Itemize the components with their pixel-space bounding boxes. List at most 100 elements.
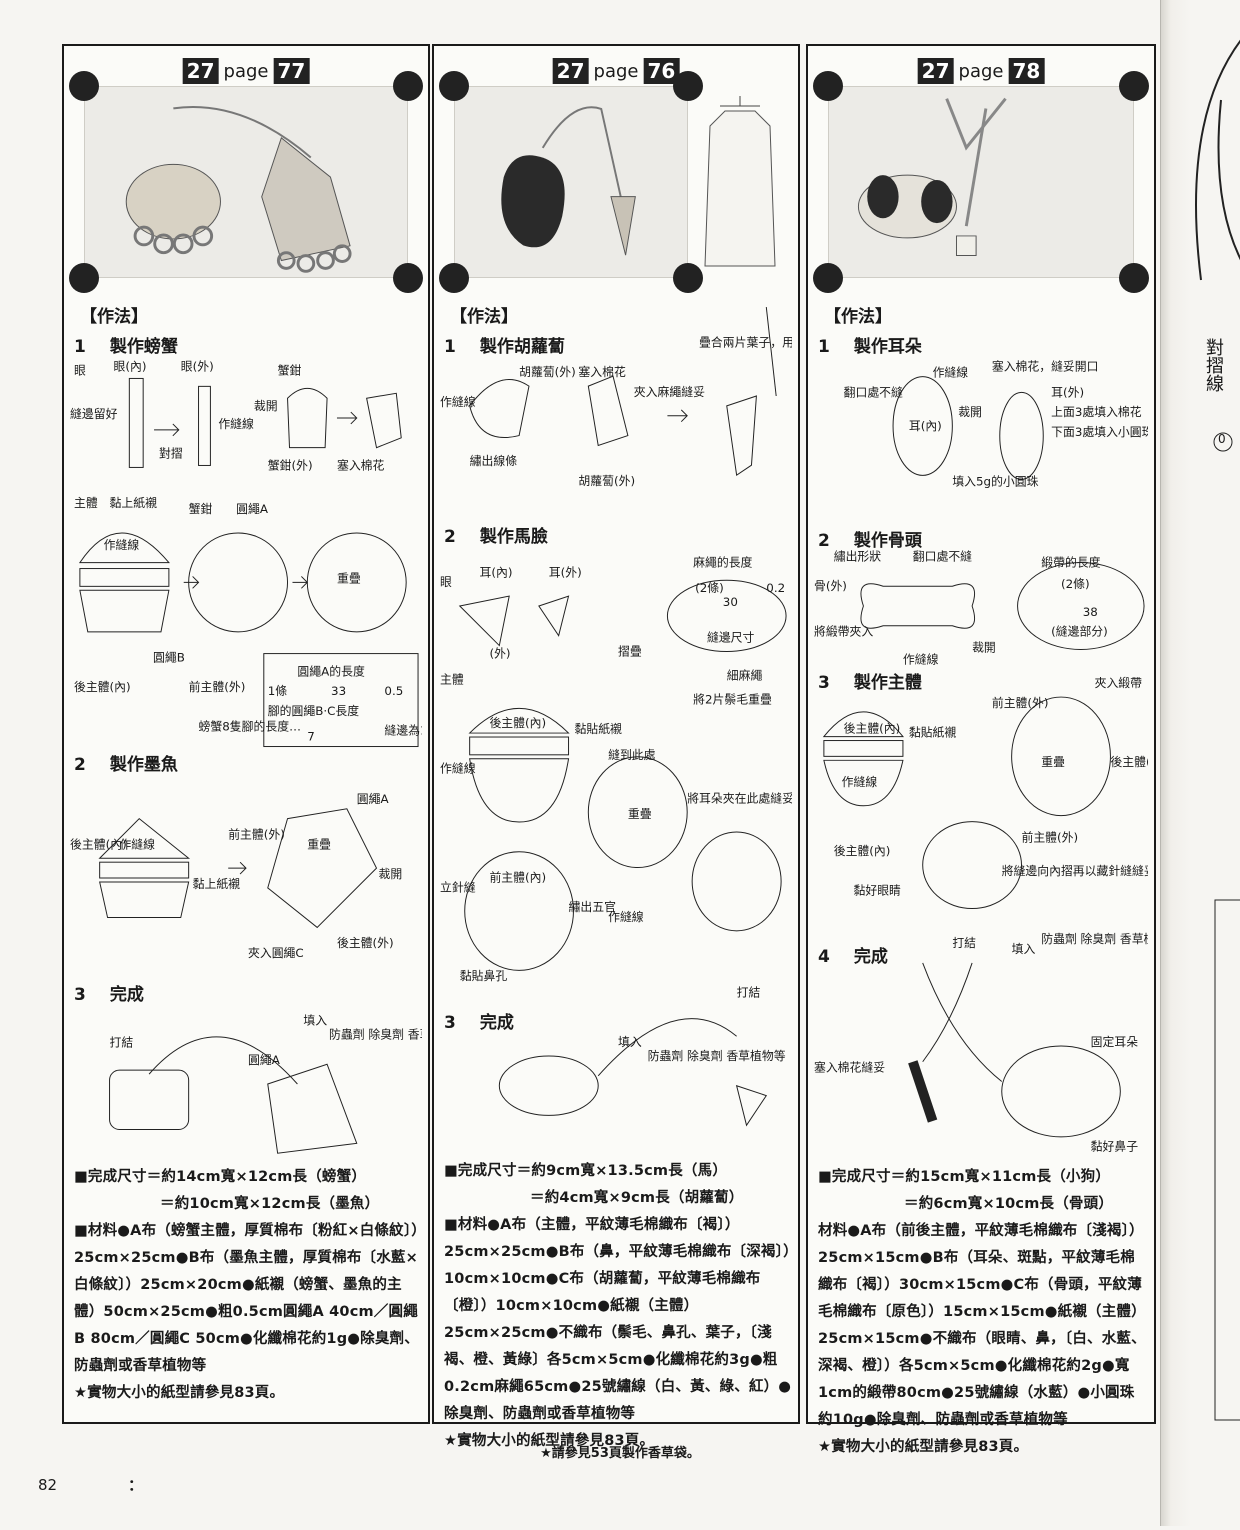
product-photo-dog <box>813 71 1149 293</box>
diagram-dog-ear: 翻口處不縫 作縫線 耳(內) 裁開 塞入棉花，縫妥開口 耳(外) 上面3處填入棉… <box>814 356 1154 496</box>
label-ear-in: 耳(內) <box>909 419 942 433</box>
step-3-heading: 3 完成 <box>74 980 144 1005</box>
step-title: 製作胡蘿蔔 <box>479 337 565 357</box>
product-photo-horse <box>439 71 703 293</box>
label-two: (2條) <box>695 581 724 595</box>
label-overlap: 重疊 <box>1041 755 1065 769</box>
label-leg-bc: 腳的圓繩B‧C長度 <box>268 704 359 718</box>
label-cut: 裁開 <box>958 405 982 419</box>
label-carrot-in: 胡蘿蔔(外) <box>519 365 576 379</box>
spec-size-2: ＝約10cm寬×12cm長（墨魚） <box>160 1196 380 1212</box>
photo-corner <box>439 71 469 101</box>
label-back-in: 後主體(內) <box>489 716 546 730</box>
label-back-in: 後主體(內) <box>74 680 131 694</box>
step-title: 製作骨頭 <box>853 531 922 551</box>
label-sew-line: 作縫線 <box>903 652 939 666</box>
label-sew-line: 作縫線 <box>119 837 155 851</box>
step-number: 2 <box>444 527 456 547</box>
label-stuff: 塞入棉花 <box>337 458 385 472</box>
photo-corner <box>393 263 423 293</box>
label-seam-size: 縫邊尺寸 <box>707 631 755 645</box>
project-number: 27 <box>917 58 954 84</box>
label-overlap: 重疊 <box>337 571 361 585</box>
photo-corner <box>69 263 99 293</box>
label-stitch-face: 繡出五官 <box>569 900 616 914</box>
edge-circle-label: 0 <box>1218 432 1226 446</box>
label-back-in: 後主體(內) <box>70 837 127 851</box>
label-rope-a: 圓繩A <box>248 1053 281 1067</box>
step-title: 製作耳朵 <box>853 337 922 357</box>
label-fold: 摺疊 <box>618 644 642 658</box>
step-title: 製作主體 <box>853 673 922 693</box>
dress-illustration <box>690 86 790 276</box>
diagram-horse-body: 主體 後主體(內) 黏貼紙襯 作縫線 縫到此處 重疊 前主體(內) 立針縫 繡出… <box>440 662 794 992</box>
diagram-horse-finish: 打結 填入 防蟲劑 除臭劑 香草植物等 <box>440 966 792 1156</box>
label-eye: 眼 <box>440 575 452 589</box>
label-rope-b: 圓繩B <box>153 650 185 664</box>
label-crab-leg-note: 螃蟹8隻腳的長度… <box>199 720 301 734</box>
label-insert-ribbon: 夾入緞帶 <box>1095 676 1143 690</box>
page-mark: ： <box>128 1476 144 1494</box>
next-page-edge <box>1160 0 1240 1526</box>
label-claw: 蟹鉗 <box>278 363 302 377</box>
label-tie: 打結 <box>737 986 761 1000</box>
spec-materials: 材料●A布（前後主體，平紋薄毛棉織布〔淺褐〕）25cm×15cm●B布（耳朵、斑… <box>818 1223 1146 1428</box>
label-insert-c: 夾入圓繩C <box>248 946 304 960</box>
spec-size-1: ■完成尺寸＝約15cm寬×11cm長（小狗） <box>818 1169 1111 1185</box>
label-outer: (外) <box>489 646 510 660</box>
label-ear-in: 耳(內) <box>480 565 513 579</box>
label-fold-seam: 將縫邊向內摺再以藏針縫縫妥 <box>1002 864 1148 878</box>
spec-size-2: ＝約6cm寬×10cm長（骨頭） <box>904 1196 1114 1212</box>
step-2-heading: 2 製作馬臉 <box>444 522 548 547</box>
step-number: 3 <box>444 1013 456 1033</box>
label-sew-line: 作縫線 <box>933 366 969 380</box>
spec-pattern-note: ★實物大小的紙型請參見83頁。 <box>444 1433 655 1449</box>
page-word: page <box>223 60 269 82</box>
horse-carrot-illustration <box>501 106 636 256</box>
label-standing: 立針縫 <box>440 880 476 894</box>
step-number: 3 <box>818 673 830 693</box>
step-1-heading: 1 製作螃蟹 <box>74 332 178 357</box>
method-heading: 【作法】 <box>80 307 148 327</box>
product-photo-crab-squid <box>69 71 423 293</box>
step-number: 2 <box>74 755 86 775</box>
label-len30: 30 <box>723 595 738 609</box>
label-stitch-out: 繡出線條 <box>470 454 518 468</box>
dog-bone-illustration <box>857 97 1007 257</box>
step-title: 完成 <box>479 1013 514 1033</box>
label-len05: 0.5 <box>384 684 403 698</box>
label-nose: 黏貼鼻孔 <box>460 969 508 983</box>
label-sew-here: 縫到此處 <box>608 748 656 762</box>
label-bone-in: 骨(外) <box>814 579 847 593</box>
diagram-crab-body: 主體 黏上紙襯 作縫線 蟹鉗 圓繩A 重疊 圓繩B 前主體(外) 後主體(內) … <box>70 482 428 752</box>
label-front-in: 前主體(內) <box>489 870 546 884</box>
label-ribbon-insert: 將緞帶夾入 <box>814 625 873 639</box>
label-ear-here: 將耳朵夾在此處縫妥 <box>687 791 792 805</box>
diagram-crab-claw: 眼 眼(內) 眼(外) 縫邊留好 對摺 作縫線 蟹鉗 裁開 蟹鉗(外) 塞入棉花 <box>70 358 422 478</box>
photo-corner <box>813 263 843 293</box>
diagram-squid: 後主體(內) 作縫線 黏上紙襯 前主體(外) 重疊 圓繩A 裁開 夾入圓繩C 後… <box>70 778 422 978</box>
spec-block-crab-squid: ■完成尺寸＝約14cm寬×12cm長（螃蟹） ＝約10cm寬×12cm長（墨魚）… <box>74 1164 422 1407</box>
crab-squid-illustration <box>125 105 352 273</box>
step-number: 1 <box>818 337 830 357</box>
label-ribbon-len: 緞帶的長度 <box>1041 555 1100 569</box>
label-sew-line: 作縫線 <box>842 775 878 789</box>
label-mane: 將2片鬃毛重疊 <box>693 692 772 706</box>
photo-corner <box>673 263 703 293</box>
label-sew-line: 作縫線 <box>218 417 254 431</box>
page-word: page <box>958 60 1004 82</box>
diagram-dog-finish: 打結 填入 防蟲劑 除臭劑 香草植物等 塞入棉花縫妥 固定耳朵 黏好鼻子 <box>814 922 1179 1162</box>
label-stuff2: 塞入棉花縫妥 <box>814 1061 885 1075</box>
step-2-heading: 2 製作骨頭 <box>818 526 922 551</box>
label-ear-out: 耳(外) <box>1051 385 1084 399</box>
label-sew-line: 作縫線 <box>440 762 476 776</box>
label-eye-in: 眼(內) <box>114 360 147 374</box>
page-reference: 78 <box>1008 58 1045 84</box>
step-number: 2 <box>818 531 830 551</box>
step-2-heading: 2 製作墨魚 <box>74 750 178 775</box>
fold-line-label: 對摺線 <box>1203 338 1224 392</box>
label-ear-out: 耳(外) <box>549 565 582 579</box>
step-3-heading: 3 完成 <box>444 1008 514 1033</box>
label-hemp-len: 麻繩的長度 <box>693 555 752 569</box>
label-eye: 眼 <box>74 363 86 377</box>
